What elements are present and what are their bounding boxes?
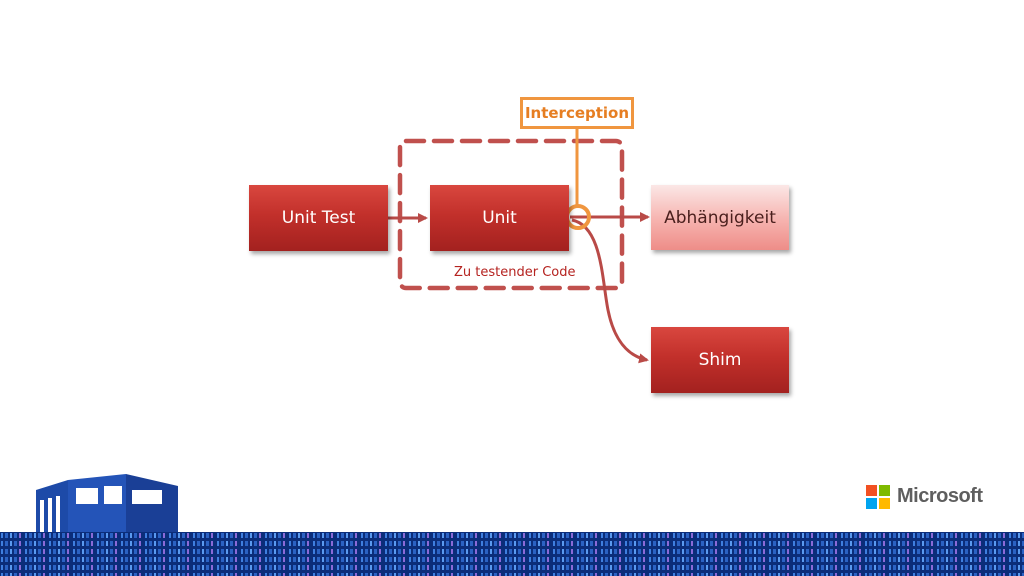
- code-under-test-boundary: [397, 138, 625, 291]
- unit-test-label: Unit Test: [281, 208, 356, 228]
- interception-label: Interception: [520, 97, 634, 129]
- unit-label: Unit: [482, 208, 517, 228]
- shim-box: Shim: [651, 327, 789, 393]
- dependency-box: Abhängigkeit: [651, 185, 789, 250]
- building-icon: [36, 474, 178, 534]
- dependency-label: Abhängigkeit: [664, 207, 776, 228]
- binary-footer-pattern: [0, 532, 1024, 576]
- unit-test-box: Unit Test: [249, 185, 388, 251]
- arrow-unit-to-shim: [571, 218, 649, 364]
- logo-square-blue: [866, 498, 877, 509]
- unit-box: Unit: [430, 185, 569, 251]
- microsoft-logo-text: Microsoft: [897, 485, 983, 507]
- shim-label: Shim: [698, 350, 742, 370]
- logo-square-red: [866, 485, 877, 496]
- logo-square-yellow: [879, 498, 890, 509]
- code-under-test-label: Zu testender Code: [454, 265, 576, 280]
- microsoft-logo-icon: [866, 485, 890, 509]
- logo-square-green: [879, 485, 890, 496]
- binary-pattern-graphic: [0, 532, 1024, 576]
